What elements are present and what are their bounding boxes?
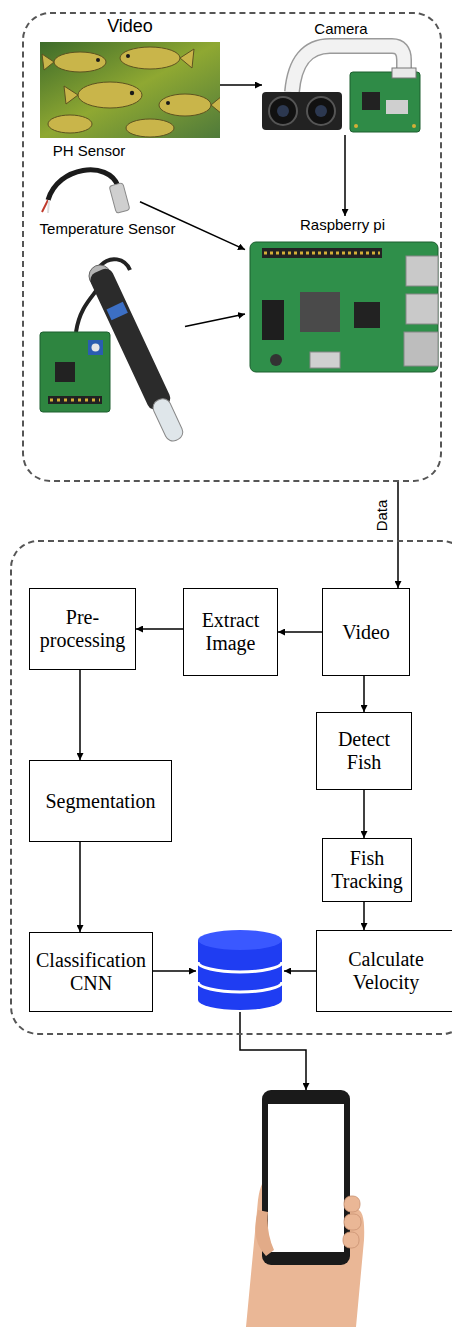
connector-arrow: [240, 1012, 306, 1090]
dashed-group: Video Camera PH SensorTemperature Sensor Ra…: [22, 12, 442, 482]
connector-arrow: [136, 628, 183, 630]
process-box: Calculate Velocity: [316, 930, 452, 1012]
connector-arrow: [363, 676, 365, 712]
process-box: Detect Fish: [316, 712, 412, 790]
connector-arrow: [220, 84, 262, 86]
process-box: Extract Image: [183, 588, 278, 676]
box-label: Pre- processing: [33, 606, 132, 652]
process-box: Pre- processing: [29, 588, 136, 670]
box-label: Fish Tracking: [326, 847, 408, 893]
device-label: Camera: [262, 20, 420, 38]
fish-video-frame: [40, 42, 222, 138]
raspberry-pi-board: [250, 242, 438, 372]
edge-label: Data: [374, 497, 391, 533]
connector-arrow: [284, 970, 316, 972]
device-figure: Temperature Sensor: [30, 220, 185, 465]
device-label: Video: [40, 16, 220, 38]
connector-arrow: [397, 482, 399, 588]
smartphone: [262, 1090, 350, 1265]
connector-arrow: [363, 902, 365, 930]
box-label: Segmentation: [46, 790, 156, 813]
hand-with-phone: [246, 1090, 364, 1327]
device-label: Raspberry pi: [245, 216, 440, 234]
device-label: PH Sensor: [38, 142, 140, 160]
connector-arrow: [363, 790, 365, 838]
camera-module: [262, 46, 420, 132]
dashed-group: Video Extract Image Pre- processingSegment…: [10, 540, 452, 1035]
device-figure: PH Sensor: [38, 142, 140, 215]
device-figure: Video: [40, 16, 220, 138]
connector-arrow: [278, 631, 322, 633]
box-label: Classification CNN: [33, 949, 149, 995]
temperature-sensor-probe: [40, 259, 188, 445]
connector-arrow: [185, 314, 245, 326]
device-figure: Raspberry pi: [245, 216, 440, 372]
database-cylinder: [198, 930, 282, 1010]
device-figure: Camera: [262, 20, 420, 135]
device-label: Temperature Sensor: [30, 220, 185, 238]
database-icon: [196, 928, 284, 1012]
connector-arrow: [79, 842, 81, 932]
box-label: Detect Fish: [320, 728, 408, 774]
process-box: Classification CNN: [29, 932, 153, 1012]
ph-sensor-probe: [42, 170, 130, 213]
connector-arrow: [153, 970, 196, 972]
box-label: Calculate Velocity: [320, 948, 452, 994]
connector-arrow: [344, 135, 346, 216]
process-box: Fish Tracking: [322, 838, 412, 902]
box-label: Video: [342, 621, 390, 644]
process-box: Video: [322, 588, 410, 676]
box-label: Extract Image: [187, 609, 274, 655]
process-box: Segmentation: [29, 760, 172, 842]
connector-arrow: [79, 670, 81, 760]
